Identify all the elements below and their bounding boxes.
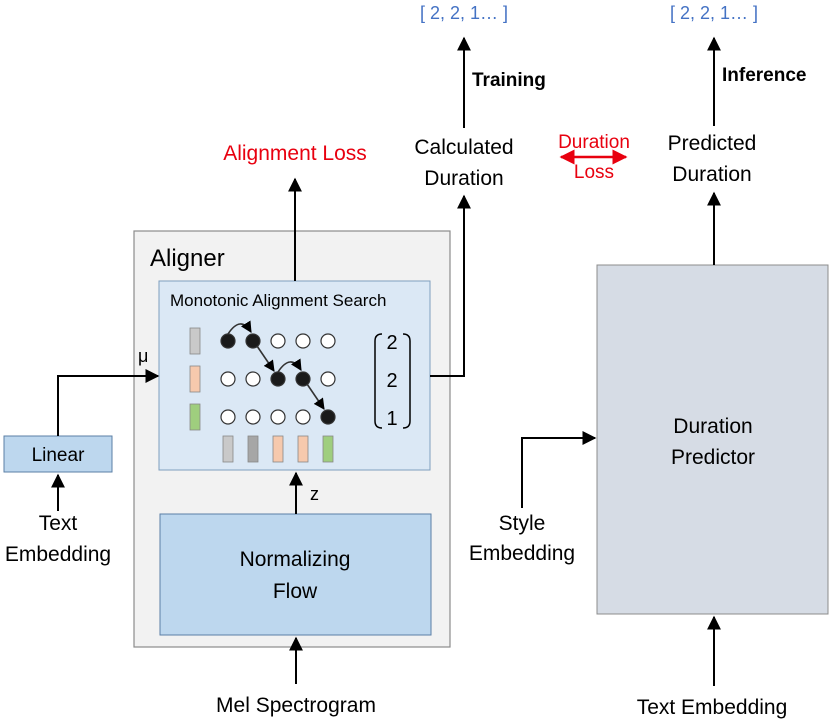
- aligned-cell: [245, 333, 261, 349]
- duration-loss-label: Loss: [574, 162, 614, 183]
- calculated-duration-label: Calculated: [414, 136, 513, 159]
- text-embedding-left-label: Text: [39, 512, 78, 535]
- aligned-cell: [320, 409, 336, 425]
- alignment-loss-label: Alignment Loss: [223, 142, 367, 165]
- normalizing-flow-box: [159, 513, 432, 636]
- normalizing-flow-label: Flow: [273, 580, 318, 603]
- style-embedding-label: Embedding: [469, 542, 575, 565]
- alignment-path-arrow: [256, 345, 275, 372]
- mel-spectrogram-label: Mel Spectrogram: [216, 694, 376, 717]
- normalizing-flow-label: Normalizing: [240, 548, 351, 571]
- alignment-path-arrow: [306, 383, 325, 410]
- mel-frame-bar: [297, 435, 309, 463]
- mas-to-calculated-duration-arrow: [430, 194, 471, 377]
- predicted-duration-label: Duration: [672, 163, 751, 186]
- duration-predictor-label: Predictor: [671, 446, 755, 469]
- monotonic-alignment-search-box: [158, 280, 431, 471]
- duration-predictor-label: Duration: [673, 415, 752, 438]
- z-label: z: [310, 484, 319, 504]
- mu-label: μ: [138, 346, 148, 366]
- text-token-bar: [189, 327, 201, 355]
- mas-title: Monotonic Alignment Search: [170, 291, 386, 310]
- training-label: Training: [472, 70, 546, 91]
- inference-sequence: [ 2, 2, 1… ]: [670, 3, 758, 23]
- empty-cell: [245, 371, 261, 387]
- calculated-duration-label: Duration: [424, 167, 503, 190]
- aligned-cell: [270, 371, 286, 387]
- duration-vector-value: 1: [386, 408, 397, 430]
- linear-to-mas-arrow: [57, 369, 160, 436]
- text-embedding-left-label: Embedding: [5, 543, 111, 566]
- empty-cell: [295, 333, 311, 349]
- empty-cell: [245, 409, 261, 425]
- mel-frame-bar: [322, 435, 334, 463]
- empty-cell: [220, 371, 236, 387]
- training-sequence: [ 2, 2, 1… ]: [420, 3, 508, 23]
- duration-predictor-box: [596, 264, 829, 615]
- duration-vector-value: 2: [386, 332, 397, 354]
- predicted-duration-label: Predicted: [668, 132, 757, 155]
- empty-cell: [320, 371, 336, 387]
- aligned-cell: [220, 333, 236, 349]
- duration-loss-label: Duration: [558, 132, 630, 153]
- aligner-title: Aligner: [150, 245, 225, 272]
- text-token-bar: [189, 365, 201, 393]
- mel-frame-bar: [247, 435, 259, 463]
- text-token-bar: [189, 403, 201, 431]
- style-embedding-label: Style: [499, 512, 546, 535]
- alignment-grid: [189, 320, 336, 463]
- aligned-cell: [295, 371, 311, 387]
- text-embedding-right-label: Text Embedding: [637, 696, 788, 719]
- style-to-predictor-arrow: [521, 431, 597, 508]
- linear-label: Linear: [32, 445, 85, 466]
- alignment-path-arrow: [227, 320, 252, 335]
- duration-vector-value: 2: [386, 370, 397, 392]
- mel-frame-bar: [272, 435, 284, 463]
- vector-right-bracket: [402, 333, 411, 429]
- empty-cell: [270, 409, 286, 425]
- alignment-path-arrow: [277, 358, 302, 373]
- inference-label: Inference: [722, 65, 806, 86]
- vector-left-bracket: [374, 333, 383, 429]
- mel-frame-bar: [222, 435, 234, 463]
- empty-cell: [220, 409, 236, 425]
- empty-cell: [270, 333, 286, 349]
- empty-cell: [295, 409, 311, 425]
- empty-cell: [320, 333, 336, 349]
